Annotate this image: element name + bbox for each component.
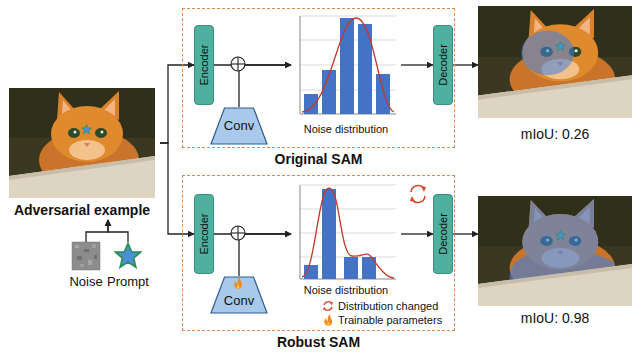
node-label: Conv (224, 294, 254, 309)
noise-input: Noise (66, 242, 106, 292)
flow-arrow (160, 65, 194, 143)
flow-arrow (160, 143, 194, 234)
legend-row: Trainable parameters (322, 313, 442, 327)
node-label: Noise distribution (283, 123, 409, 136)
group-title: Robust SAM (183, 334, 454, 350)
refresh-icon (322, 300, 334, 312)
node-label: Decoder (437, 44, 450, 86)
model-group: Original SAMEncoderConvNoise distributio… (182, 8, 455, 148)
node-label: Prompt (100, 275, 156, 290)
prompt-input: Prompt (108, 242, 148, 292)
flow-arrow (401, 233, 433, 234)
flow-arrow (108, 220, 128, 242)
group-title: Original SAM (183, 151, 454, 167)
output-panel: mIoU: 0.26 (478, 6, 632, 148)
flame-icon (322, 314, 334, 326)
flow-arrow (86, 220, 108, 242)
image-panel: Adversarial example (4, 88, 160, 220)
legend: Distribution changed Trainable parameter… (322, 299, 442, 327)
encoder-box: Encoder (194, 25, 214, 105)
conv-block: Conv (210, 276, 268, 314)
node-label: Conv (224, 119, 254, 134)
node-label: Decoder (437, 213, 450, 255)
flow-arrow (453, 64, 478, 65)
decoder-box: Decoder (433, 25, 453, 105)
legend-row: Distribution changed (322, 299, 442, 313)
node-label: Noise distribution (283, 284, 409, 297)
legend-label: Trainable parameters (338, 314, 442, 327)
node-label: Encoder (198, 214, 211, 255)
node-label: mIoU: 0.26 (478, 126, 632, 142)
conv-block: Conv (210, 107, 268, 145)
node-label: Encoder (198, 45, 211, 86)
node-label: Adversarial example (0, 202, 170, 218)
flow-arrow (239, 65, 291, 107)
encoder-box: Encoder (194, 194, 214, 274)
distribution-chart: Noise distribution (291, 13, 401, 136)
decoder-box: Decoder (433, 194, 453, 274)
node-label: Noise (58, 275, 114, 290)
flow-arrow (239, 234, 291, 276)
node-label: mIoU: 0.98 (478, 310, 632, 326)
output-panel: mIoU: 0.98 (478, 196, 632, 330)
flow-arrow (401, 64, 433, 65)
legend-label: Distribution changed (338, 300, 438, 313)
flow-arrow (453, 233, 478, 234)
distribution-chart: Noise distribution (291, 182, 401, 297)
